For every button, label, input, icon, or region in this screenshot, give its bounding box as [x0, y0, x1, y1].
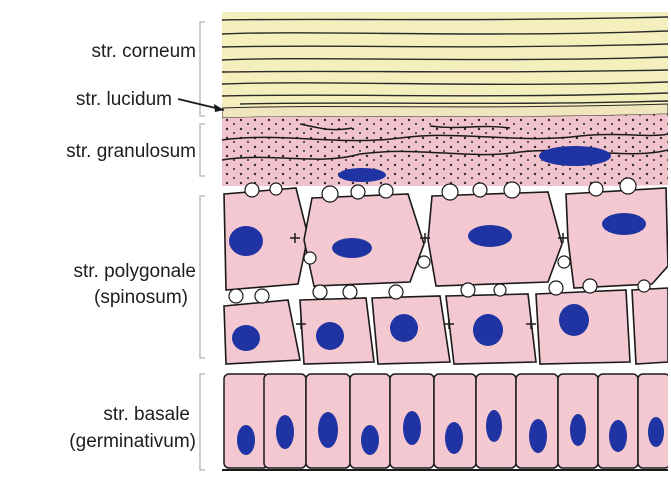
nucleus-granulosum-2 [539, 146, 611, 166]
label-spinosum: (spinosum) [94, 287, 188, 308]
nucleus-granulosum-1 [338, 168, 386, 182]
layer-brackets [200, 22, 205, 470]
stratum-corneum [222, 12, 668, 112]
spinosum-cells [224, 188, 668, 364]
label-corneum: str. corneum [91, 41, 196, 62]
bracket-corneum [200, 22, 205, 116]
label-basale: str. basale [103, 404, 190, 425]
lucidum-pointer [178, 99, 224, 112]
bracket-polygonale [200, 196, 205, 358]
label-germinativum: (germinativum) [69, 431, 196, 452]
bracket-basale [200, 374, 205, 470]
label-granulosum: str. granulosum [66, 141, 196, 162]
bracket-granulosum [200, 124, 205, 176]
label-polygonale: str. polygonale [73, 261, 196, 282]
label-lucidum: str. lucidum [76, 89, 172, 110]
